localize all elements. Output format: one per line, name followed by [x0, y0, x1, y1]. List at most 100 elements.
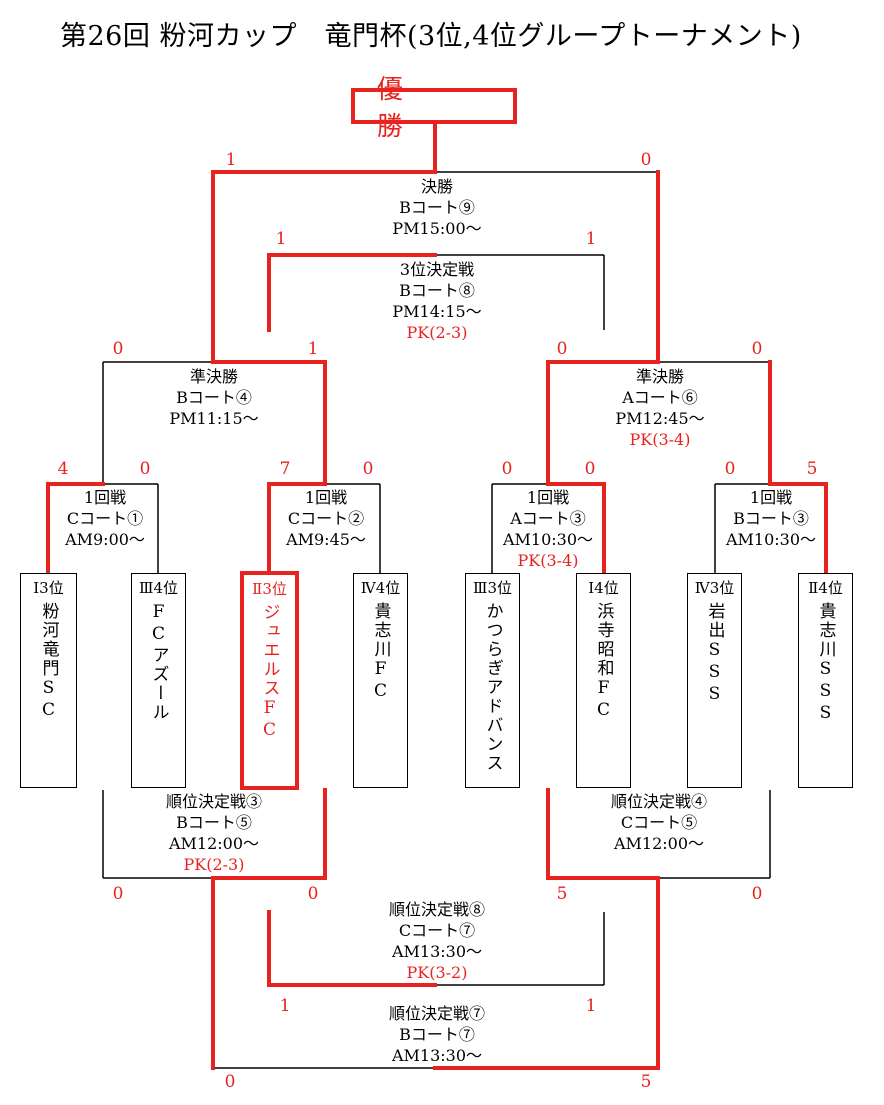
score-r1-1-left: 4 [57, 459, 69, 479]
score-r1-2-right: 0 [362, 459, 374, 479]
match-place8: 順位決定戦⑧ Cコート⑦ AM13:30～ PK(3-2) [389, 899, 485, 983]
team-name: FCアズール [148, 602, 169, 722]
match-place7-round: 順位決定戦⑦ [388, 1004, 486, 1023]
match-r1-4: 1回戦 Bコート③ AM10:30～ [726, 487, 816, 550]
match-semi-right-court: Aコート⑥ [622, 388, 698, 407]
match-semi-right-time: PM12:45～ [615, 409, 705, 428]
match-semi-right-pk: PK(3-4) [629, 430, 691, 449]
team-box-winner: Ⅱ3位 ジュエルスFC [240, 571, 299, 790]
match-third-pk: PK(2-3) [406, 323, 468, 342]
match-place7-time: AM13:30～ [391, 1046, 483, 1065]
team-seed: Ⅱ3位 [252, 580, 287, 598]
team-name: ジュエルスFC [259, 603, 280, 742]
match-r1-1: 1回戦 Cコート① AM9:00～ [65, 487, 145, 550]
score-semi-l-left: 0 [112, 339, 124, 359]
score-r1-3-right: 0 [584, 459, 596, 479]
match-semi-right: 準決勝 Aコート⑥ PM12:45～ PK(3-4) [615, 366, 704, 450]
match-semi-left-court: Bコート④ [176, 388, 252, 407]
team-seed: Ⅲ4位 [138, 579, 178, 597]
match-place8-time: AM13:30～ [391, 942, 483, 961]
match-r1-3-pk: PK(3-4) [517, 551, 579, 570]
score-r1-4-left: 0 [724, 459, 736, 479]
score-semi-r-right: 0 [751, 339, 763, 359]
match-third-court: Bコート⑧ [399, 281, 475, 300]
team-box: Ⅳ3位 岩出SSS [687, 573, 742, 788]
score-semi-r-left: 0 [556, 339, 568, 359]
match-r1-1-time: AM9:00～ [65, 530, 145, 549]
match-semi-left: 準決勝 Bコート④ PM11:15～ [169, 366, 258, 429]
score-place4-left: 5 [556, 884, 568, 904]
match-place3-round: 順位決定戦③ [165, 792, 263, 811]
match-final-time: PM15:00～ [392, 219, 482, 238]
match-place8-pk: PK(3-2) [406, 963, 468, 982]
match-r1-1-round: 1回戦 [83, 488, 127, 507]
match-final-court: Bコート⑨ [399, 198, 475, 217]
match-place4-round: 順位決定戦④ [610, 792, 708, 811]
team-name: 粉河竜門SC [38, 602, 59, 722]
score-r1-4-right: 5 [806, 459, 818, 479]
team-box: Ⅰ4位 浜寺昭和FC [576, 573, 631, 788]
team-box: Ⅲ3位 かつらぎアドバンス [465, 573, 520, 788]
team-name: 岩出SSS [704, 602, 725, 706]
score-third-left: 1 [275, 229, 287, 249]
score-place7-right: 5 [640, 1072, 652, 1092]
score-final-left: 1 [225, 150, 237, 170]
match-r1-2-court: Cコート② [287, 509, 365, 528]
match-r1-3-time: AM10:30～ [502, 530, 594, 549]
score-final-right: 0 [640, 150, 652, 170]
team-name: 貴志川SSS [815, 602, 836, 725]
score-place8-right: 1 [585, 996, 597, 1016]
match-place3-pk: PK(2-3) [183, 855, 245, 874]
score-place7-left: 0 [224, 1072, 236, 1092]
team-seed: Ⅰ3位 [33, 579, 64, 597]
match-place7: 順位決定戦⑦ Bコート⑦ AM13:30～ [389, 1003, 485, 1066]
match-place8-round: 順位決定戦⑧ [388, 900, 486, 919]
score-place3-left: 0 [112, 884, 124, 904]
match-r1-4-round: 1回戦 [749, 488, 793, 507]
match-place4: 順位決定戦④ Cコート⑤ AM12:00～ [611, 791, 707, 854]
score-third-right: 1 [585, 229, 597, 249]
team-name: 貴志川FC [370, 602, 391, 703]
score-semi-l-right: 1 [307, 339, 319, 359]
score-r1-2-left: 7 [279, 459, 291, 479]
match-r1-3: 1回戦 Aコート③ AM10:30～ PK(3-4) [503, 487, 593, 571]
score-place8-left: 1 [279, 996, 291, 1016]
team-box: Ⅳ4位 貴志川FC [353, 573, 408, 788]
score-place3-right: 0 [307, 884, 319, 904]
match-third: 3位決定戦 Bコート⑧ PM14:15～ PK(2-3) [392, 259, 481, 343]
score-place4-right: 0 [751, 884, 763, 904]
match-semi-right-round: 準決勝 [635, 367, 685, 386]
match-place4-time: AM12:00～ [613, 834, 705, 853]
score-r1-3-left: 0 [501, 459, 513, 479]
match-r1-2: 1回戦 Cコート② AM9:45～ [286, 487, 366, 550]
match-r1-3-court: Aコート③ [510, 509, 586, 528]
champion-label: 優 勝 [351, 75, 517, 142]
match-place3: 順位決定戦③ Bコート⑤ AM12:00～ PK(2-3) [166, 791, 262, 875]
match-r1-1-court: Cコート① [66, 509, 144, 528]
team-seed: Ⅳ4位 [360, 579, 401, 597]
team-seed: Ⅳ3位 [694, 579, 735, 597]
match-third-round: 3位決定戦 [399, 260, 475, 279]
team-name: かつらぎアドバンス [482, 602, 503, 773]
team-seed: Ⅲ3位 [472, 579, 512, 597]
team-name: 浜寺昭和FC [593, 602, 614, 722]
team-seed: Ⅰ4位 [588, 579, 619, 597]
match-place7-court: Bコート⑦ [399, 1025, 475, 1044]
match-place8-court: Cコート⑦ [398, 921, 476, 940]
page-title: 第26回 粉河カップ 竜門杯(3位,4位グループトーナメント) [60, 21, 802, 52]
match-semi-left-round: 準決勝 [189, 367, 239, 386]
team-box: Ⅲ4位 FCアズール [131, 573, 186, 788]
team-box: Ⅰ3位 粉河竜門SC [20, 573, 77, 788]
team-seed: Ⅱ4位 [808, 579, 843, 597]
match-r1-4-court: Bコート③ [733, 509, 809, 528]
team-box: Ⅱ4位 貴志川SSS [798, 573, 853, 788]
match-final: 決勝 Bコート⑨ PM15:00～ [392, 176, 481, 239]
match-place3-time: AM12:00～ [168, 834, 260, 853]
match-place3-court: Bコート⑤ [176, 813, 252, 832]
match-r1-2-round: 1回戦 [304, 488, 348, 507]
match-third-time: PM14:15～ [392, 302, 482, 321]
match-final-round: 決勝 [420, 177, 454, 196]
score-r1-1-right: 0 [139, 459, 151, 479]
match-semi-left-time: PM11:15～ [169, 409, 259, 428]
